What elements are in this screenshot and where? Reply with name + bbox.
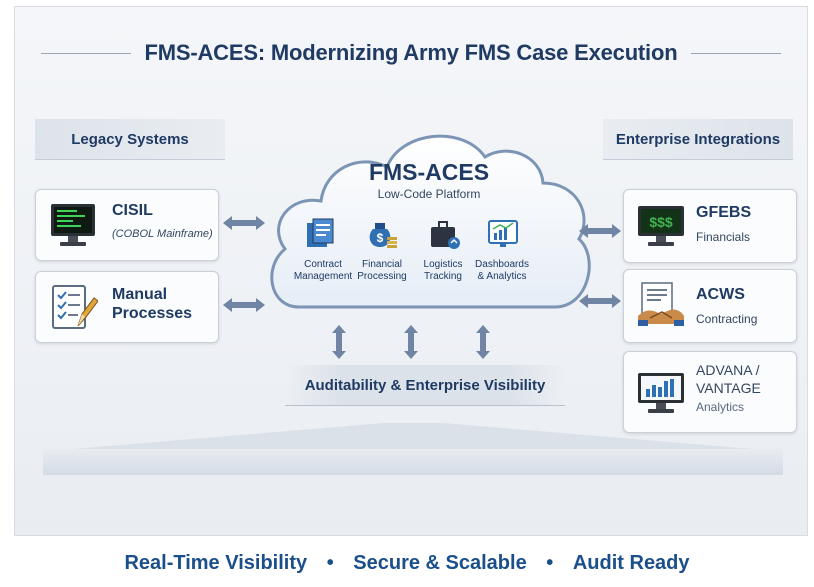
advana-subtitle: Analytics xyxy=(696,400,745,414)
bar-chart-monitor-icon xyxy=(638,373,684,413)
manual-processes-box: Manual Processes xyxy=(35,271,219,343)
cisil-double-arrow xyxy=(223,216,265,230)
cap1-line2: Management xyxy=(293,271,353,282)
footer-item-realtime: Real-Time Visibility xyxy=(124,552,308,574)
cap3-line1: Logistics xyxy=(423,259,463,270)
title-rule-left xyxy=(40,52,131,54)
advana-name-line2: VANTAGE xyxy=(696,380,761,396)
footer-item-secure: Secure & Scalable xyxy=(353,552,527,574)
footer-separator-1: • xyxy=(326,552,334,574)
svg-text:$$$: $$$ xyxy=(649,214,673,230)
advana-vantage-box: ADVANA / VANTAGE Analytics xyxy=(623,351,797,433)
footer-tagline: Real-Time Visibility • Secure & Scalable… xyxy=(0,552,814,575)
financial-processing-label: Financial Processing xyxy=(353,259,411,283)
gfebs-subtitle: Financials xyxy=(696,230,751,244)
slide: FMS-ACES: Modernizing Army FMS Case Exec… xyxy=(14,6,808,536)
cap4-line2: & Analytics xyxy=(477,271,527,282)
money-bag-icon: $ xyxy=(369,223,397,248)
handshake-document-icon xyxy=(638,282,684,326)
gfebs-box: $$$ GFEBS Financials xyxy=(623,189,797,263)
dollar-monitor-icon: $$$ xyxy=(638,206,684,246)
title-row: FMS-ACES: Modernizing Army FMS Case Exec… xyxy=(15,33,807,73)
svg-text:$: $ xyxy=(377,231,384,245)
acws-name: ACWS xyxy=(696,286,745,303)
gfebs-name: GFEBS xyxy=(696,204,752,221)
acws-double-arrow xyxy=(579,294,621,308)
title-rule-right xyxy=(691,52,782,54)
logistics-tracking-label: Logistics Tracking xyxy=(415,259,471,283)
vertical-arrow-2 xyxy=(404,325,418,359)
cisil-box: CISIL (COBOL Mainframe) xyxy=(35,189,219,261)
enterprise-integrations-heading: Enterprise Integrations xyxy=(603,119,793,160)
page-title: FMS-ACES: Modernizing Army FMS Case Exec… xyxy=(144,40,678,65)
cap2-line1: Financial xyxy=(361,259,403,270)
auditability-band: Auditability & Enterprise Visibility xyxy=(285,365,565,406)
cap2-line2: Processing xyxy=(357,271,407,282)
gfebs-double-arrow xyxy=(579,224,621,238)
platform-base xyxy=(43,423,783,475)
checklist-pencil-icon xyxy=(52,285,98,329)
cap3-line2: Tracking xyxy=(424,271,462,282)
logistics-case-icon xyxy=(431,221,460,249)
contract-management-label: Contract Management xyxy=(293,259,353,283)
acws-subtitle: Contracting xyxy=(696,312,758,326)
contract-docs-icon xyxy=(307,218,334,247)
platform-subtitle: Low-Code Platform xyxy=(377,187,481,201)
vertical-arrow-3 xyxy=(476,325,490,359)
footer-separator-2: • xyxy=(546,552,554,574)
platform-cloud xyxy=(270,134,591,309)
legacy-systems-heading: Legacy Systems xyxy=(35,119,225,160)
cisil-subtitle: (COBOL Mainframe) xyxy=(112,228,213,240)
manual-name-line2: Processes xyxy=(112,305,193,322)
manual-name-line1: Manual xyxy=(112,286,168,303)
vertical-arrow-1 xyxy=(332,325,346,359)
footer-item-audit: Audit Ready xyxy=(572,552,690,574)
computer-terminal-icon xyxy=(51,204,95,246)
dashboard-chart-icon xyxy=(488,220,518,247)
cap1-line1: Contract xyxy=(304,259,342,270)
advana-name-line1: ADVANA / xyxy=(696,362,760,378)
manual-double-arrow xyxy=(223,298,265,312)
cisil-name: CISIL xyxy=(112,202,153,219)
acws-box: ACWS Contracting xyxy=(623,269,797,343)
dashboards-analytics-label: Dashboards & Analytics xyxy=(471,259,533,283)
cap4-line1: Dashboards xyxy=(475,259,529,270)
platform-title: FMS-ACES xyxy=(368,159,490,185)
